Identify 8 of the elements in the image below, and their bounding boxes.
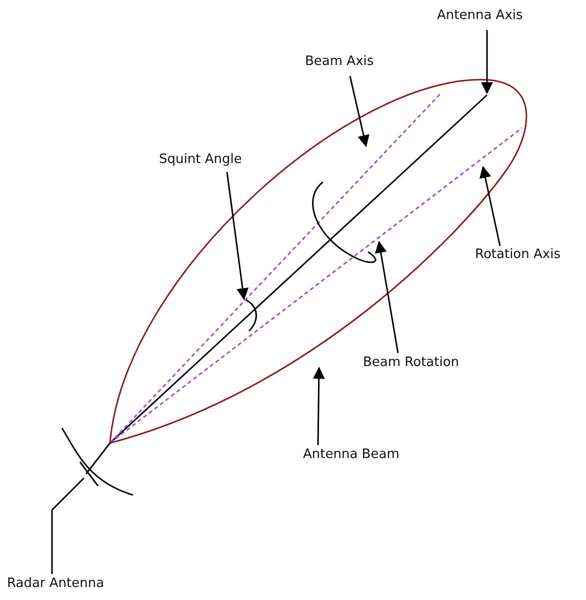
leader-line bbox=[349, 76, 370, 148]
leader-line bbox=[481, 30, 493, 94]
antenna-drawing bbox=[61, 427, 134, 496]
leader-line bbox=[51, 477, 85, 574]
leader-line bbox=[226, 172, 249, 300]
leader-line bbox=[374, 240, 399, 354]
leader-line bbox=[312, 366, 325, 446]
leader-line bbox=[479, 166, 501, 246]
